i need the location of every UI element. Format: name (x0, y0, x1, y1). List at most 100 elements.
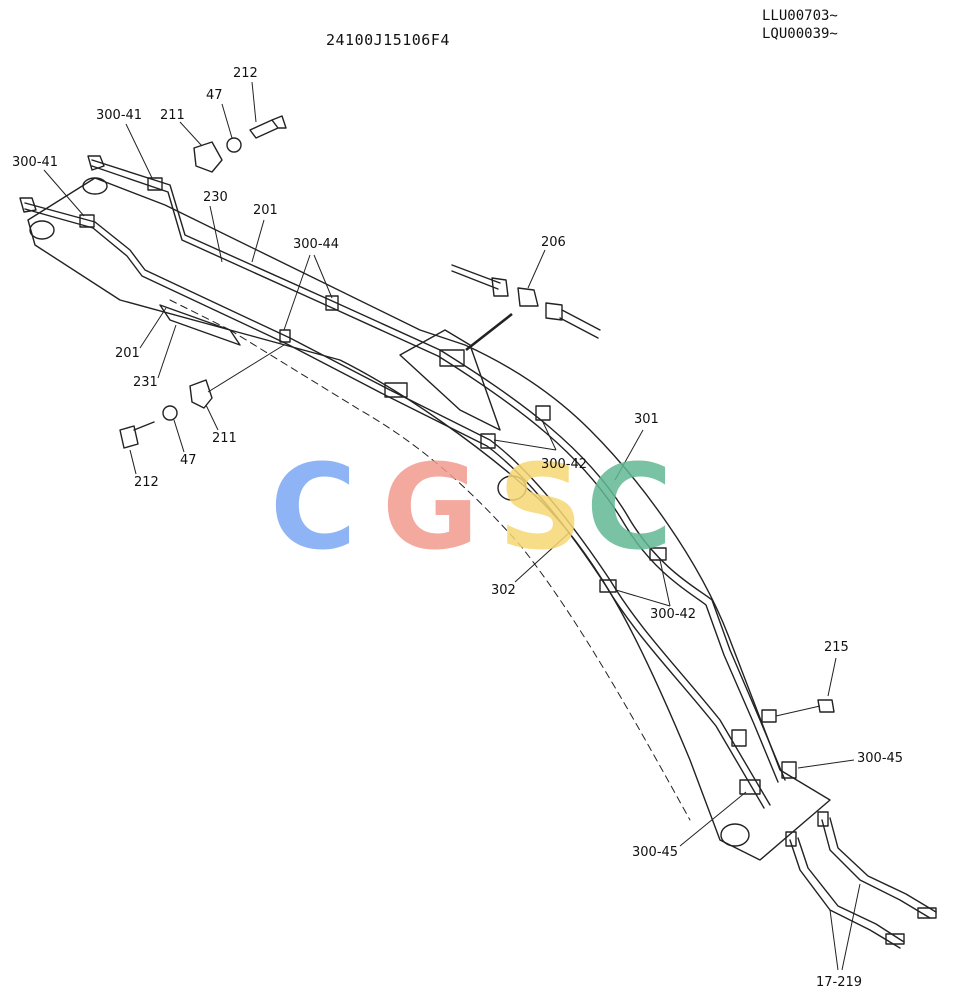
tube-206-left-b (451, 270, 499, 290)
bracket-211-top (193, 141, 223, 173)
leader-201-left (139, 307, 167, 349)
part-number-code: 24100J15106F4 (326, 31, 450, 49)
leader-47-bottom (173, 419, 185, 453)
clamp-300-41-left (79, 214, 95, 228)
clamp-300-42-b (480, 433, 496, 449)
callout-300-44: 300-44 (293, 237, 340, 252)
callout-300-42-right: 300-42 (650, 607, 697, 622)
leader-300-44-b (283, 254, 311, 331)
boom-foot-pin-left (29, 220, 55, 240)
leader-300-44-c (207, 344, 285, 393)
leader-300-42-right-b (615, 589, 671, 607)
callout-215: 215 (824, 640, 849, 655)
hydraulic-line-201-upper-b (91, 165, 779, 783)
callout-211-bottom: 211 (212, 431, 237, 446)
leader-300-42-center-b (493, 439, 557, 451)
callout-201-top: 201 (253, 203, 278, 218)
fitting-end-left (19, 197, 37, 213)
boom-inner-edge (169, 299, 691, 821)
leader-206 (527, 249, 546, 289)
clamp-300-45-d (739, 779, 761, 795)
clamp-300-42-d (599, 579, 617, 593)
callout-300-45-bottom: 300-45 (632, 845, 679, 860)
callout-47-top: 47 (206, 88, 223, 103)
callout-47-bottom: 47 (180, 453, 197, 468)
hose-17-219-a-b (797, 837, 905, 943)
leader-231 (157, 324, 177, 379)
leader-302 (514, 531, 571, 583)
leader-47-top (221, 103, 233, 139)
clamp-300-44-b (279, 329, 291, 343)
leader-211-top (179, 121, 203, 147)
callout-300-41-left: 300-41 (12, 155, 59, 170)
leader-211-bottom (205, 404, 219, 431)
hose-17-219-b (821, 819, 931, 919)
leader-201-top (251, 219, 265, 263)
clamp-300-42-c (649, 547, 667, 561)
leader-215 (827, 657, 837, 697)
nut-206-left (491, 277, 509, 297)
boom-foot-pin-top (82, 177, 108, 195)
clamp-300-41-top (147, 177, 163, 191)
hydraulic-line-201-lower-b (24, 208, 765, 809)
hose-17-219-b-b (829, 817, 937, 913)
bracket-211-bottom (189, 379, 213, 409)
callout-212-top: 212 (233, 66, 258, 81)
callout-201-left: 201 (115, 346, 140, 361)
callout-212-bottom: 212 (134, 475, 159, 490)
leader-212-bottom (129, 449, 137, 475)
leader-206-arrow (465, 312, 513, 352)
leader-212-top (251, 81, 257, 123)
tube-206-right (561, 309, 601, 331)
hose-end-a-top (785, 831, 797, 847)
fitting-end-top (87, 155, 105, 171)
clamp-300-44-a (325, 295, 339, 311)
serial-range-1: LLU00703~ (762, 8, 838, 24)
boom-plate-outline (159, 304, 241, 346)
callout-300-42-center: 300-42 (541, 457, 588, 472)
callout-231: 231 (133, 375, 158, 390)
leader-300-45-bottom (679, 791, 747, 847)
boom-cylinder-boss (497, 475, 527, 501)
leader-301 (614, 429, 644, 481)
callout-301: 301 (634, 412, 659, 427)
bolt-212-top (249, 115, 287, 139)
leader-300-41-left (43, 169, 85, 217)
callout-17-219: 17-219 (816, 975, 863, 990)
hydraulic-line-201-lower (24, 202, 771, 806)
leader-230 (209, 205, 223, 263)
boom-outline (27, 177, 831, 861)
hose-17-219-a (789, 839, 901, 949)
hose-end-a-bottom (885, 933, 905, 945)
clamp-300-45-c (731, 729, 747, 747)
clamp-upper-a (384, 382, 408, 398)
leader-300-44-a (313, 254, 333, 299)
serial-range-2: LQU00039~ (762, 26, 838, 42)
callout-300-45-right: 300-45 (857, 751, 904, 766)
callout-302: 302 (491, 583, 516, 598)
clamp-300-45-a (761, 709, 777, 723)
boom-tip-pin (720, 823, 750, 847)
bolt-212-bottom (119, 421, 155, 449)
washer-47-bottom (162, 405, 178, 421)
leader-300-45-right (797, 759, 855, 769)
tube-206-right-b (559, 317, 599, 339)
leader-300-41-top (125, 123, 153, 179)
callout-230: 230 (203, 190, 228, 205)
leader-300-42-center-a (541, 419, 557, 451)
hydraulic-line-201-upper (91, 159, 786, 781)
washer-47-top (226, 137, 242, 153)
clamp-300-45-b (781, 761, 797, 779)
hose-end-b-bottom (917, 907, 937, 919)
leader-17-219-a (829, 909, 839, 971)
callout-211-top: 211 (160, 108, 185, 123)
plug-215 (817, 699, 835, 713)
union-206 (517, 287, 539, 307)
clamp-300-42-a (535, 405, 551, 421)
callout-300-41-top: 300-41 (96, 108, 143, 123)
clamp-upper-b (439, 349, 465, 367)
leader-17-219-b (841, 883, 861, 971)
leader-215-b (775, 705, 821, 717)
